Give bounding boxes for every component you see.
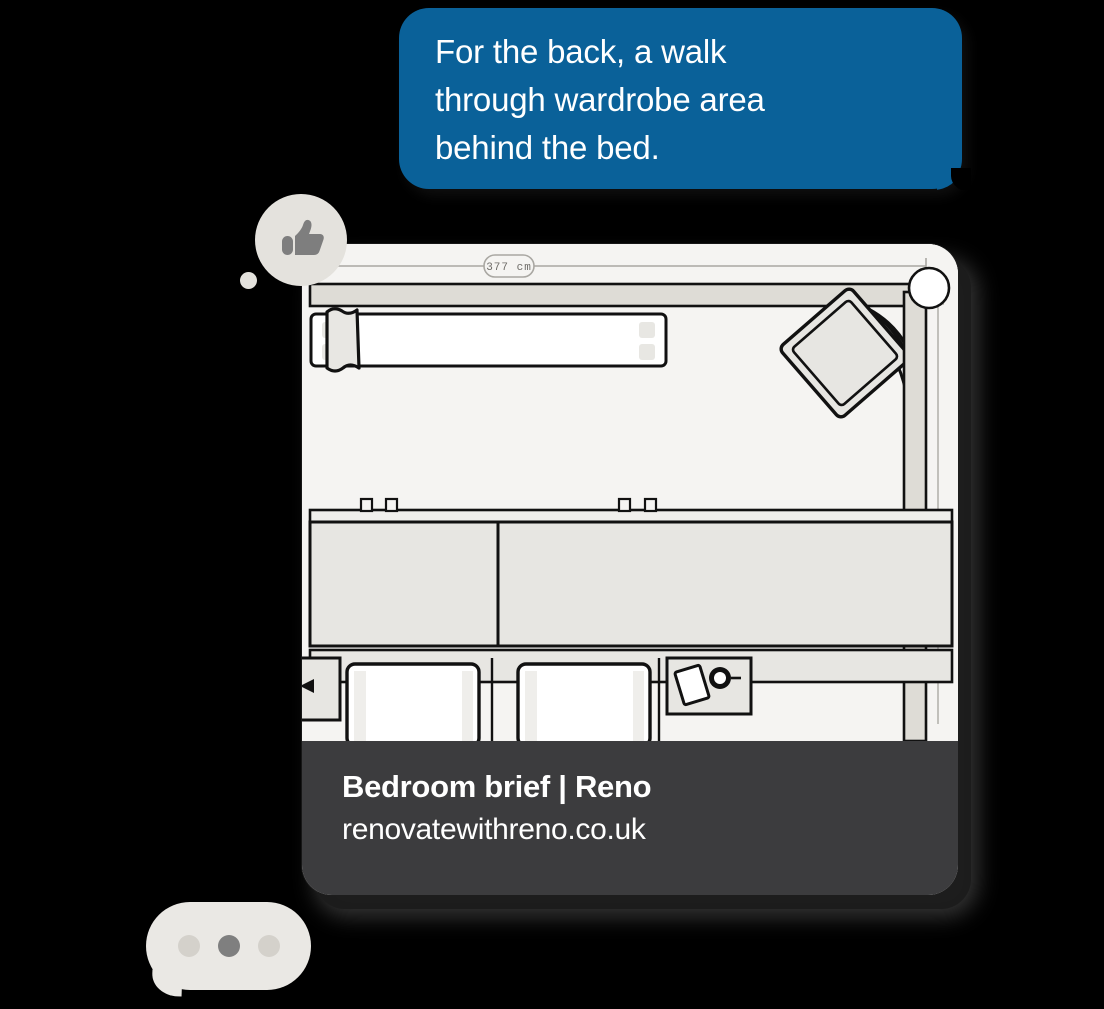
bubble-tail: [937, 160, 971, 190]
link-preview-caption[interactable]: Bedroom brief | Reno renovatewithreno.co…: [302, 741, 958, 895]
link-preview-title: Bedroom brief | Reno: [342, 769, 652, 804]
typing-dot-2: [217, 935, 240, 957]
typing-indicator: [146, 902, 311, 990]
lamp: [709, 667, 741, 689]
bed-left: [345, 662, 481, 741]
thumbs-up-reaction[interactable]: [255, 194, 347, 286]
message-text: For the back, a walk through wardrobe ar…: [435, 33, 765, 166]
typing-dot-1: [177, 935, 200, 957]
reaction-trail-dot: [240, 272, 257, 289]
cabinet-right: [496, 520, 954, 648]
wardrobe-run: [309, 312, 668, 368]
cabinet-rail: [308, 497, 954, 524]
thumbs-up-icon: [276, 216, 326, 264]
dimension-label-text: 377 cm: [486, 262, 532, 274]
outgoing-message-bubble[interactable]: For the back, a walk through wardrobe ar…: [399, 8, 971, 190]
link-preview-card[interactable]: 377 cm: [302, 244, 958, 895]
door-swing: [779, 287, 922, 419]
dimension-label-chip: [483, 254, 535, 278]
link-preview-domain: renovatewithreno.co.uk: [342, 813, 646, 846]
typing-dot-3: [257, 935, 280, 957]
floor-plan-image[interactable]: 377 cm: [302, 244, 958, 741]
corner-node: [907, 266, 951, 310]
book: [673, 663, 711, 707]
bed-right: [516, 662, 652, 741]
cabinet-left: [308, 520, 500, 648]
nightstand-right: [665, 656, 753, 716]
curtain: [325, 307, 361, 373]
nightstand-left: [302, 656, 342, 722]
